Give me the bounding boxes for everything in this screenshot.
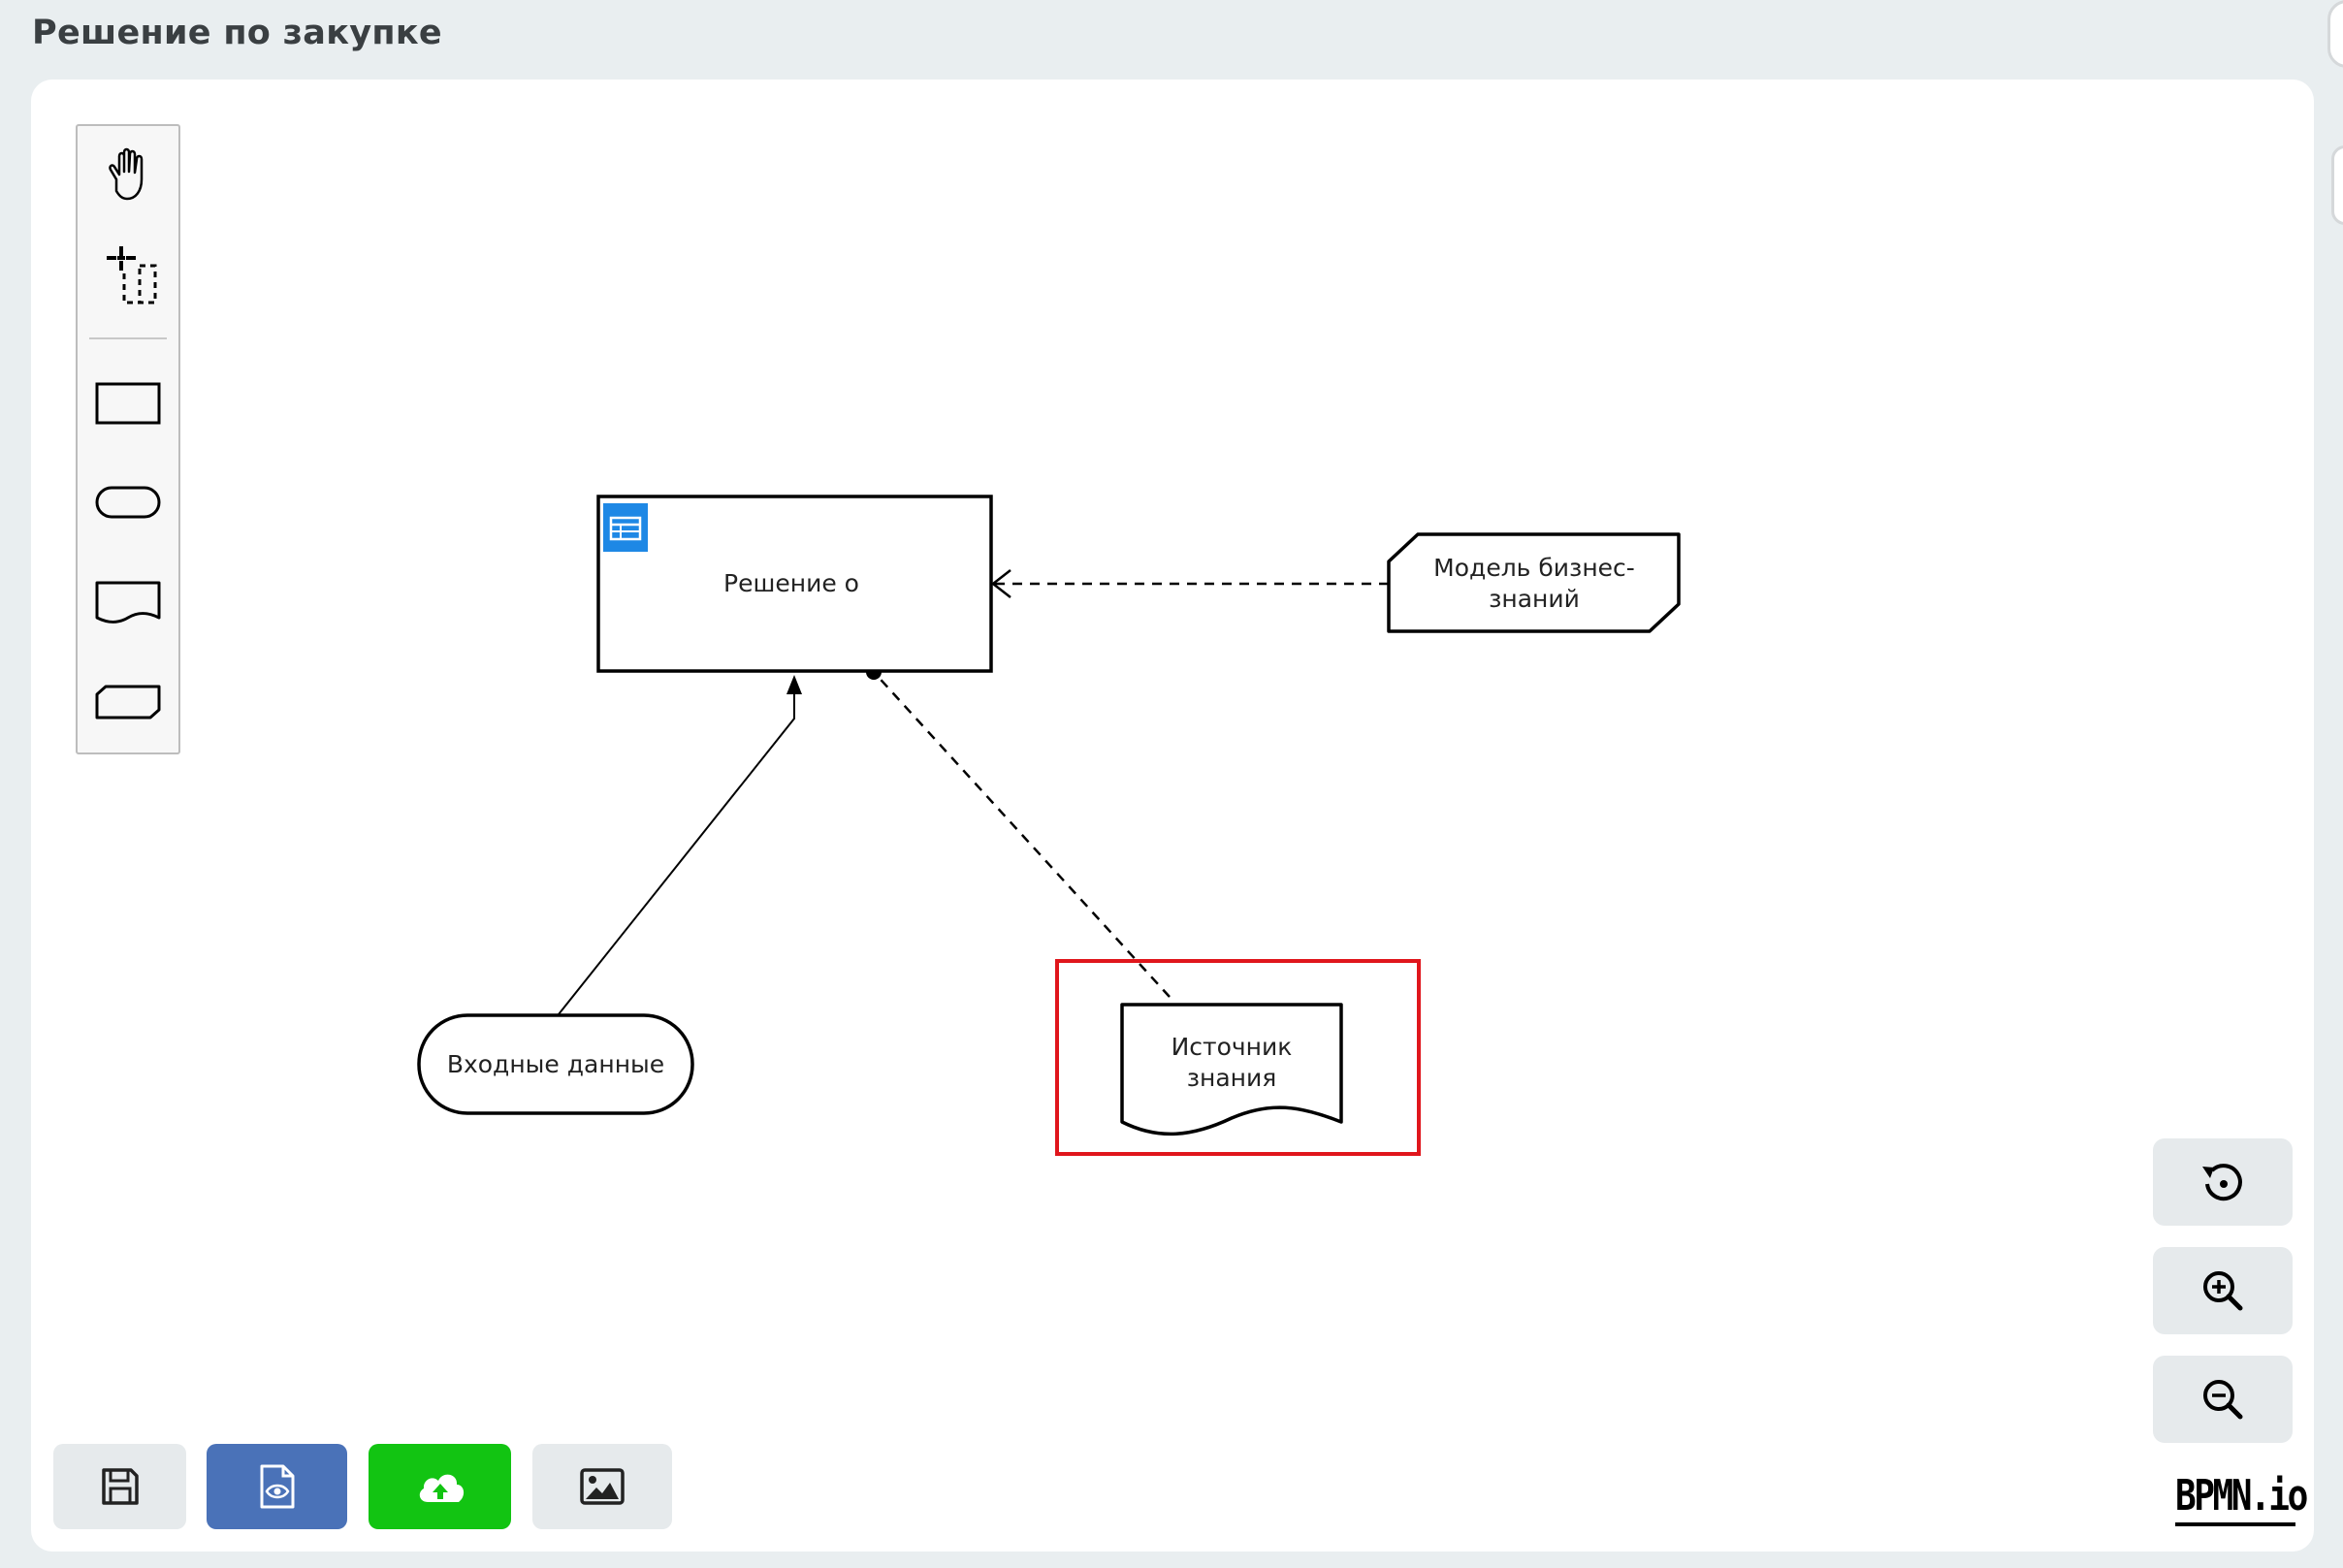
upload-button[interactable] — [369, 1444, 511, 1529]
hand-tool[interactable] — [87, 134, 169, 215]
palette-separator — [89, 337, 167, 339]
business-knowledge-model-element[interactable]: Модель бизнес- знаний — [1387, 532, 1681, 633]
wavy-rectangle-icon — [95, 581, 161, 624]
cloud-upload-icon — [419, 1474, 464, 1502]
input-data-label: Входные данные — [447, 1050, 664, 1078]
knowledge-source-element[interactable]: Источник знания — [1055, 959, 1421, 1156]
floppy-disk-icon — [101, 1468, 139, 1505]
diagram-canvas[interactable] — [31, 80, 2314, 1552]
decision-element[interactable]: Решение о — [596, 495, 993, 673]
preview-button[interactable] — [207, 1444, 347, 1529]
zoom-in-icon — [2203, 1271, 2243, 1311]
hand-icon — [109, 147, 144, 201]
knowledge-source-label-line2: знания — [1187, 1064, 1277, 1092]
knowledge-requirement-connection[interactable] — [990, 569, 1389, 598]
lasso-tool[interactable] — [87, 235, 169, 316]
lasso-icon — [107, 246, 157, 304]
zoom-out-icon — [2203, 1380, 2243, 1420]
rectangle-icon — [95, 382, 161, 425]
input-data-element[interactable]: Входные данные — [417, 1013, 694, 1115]
zoom-out-button[interactable] — [2153, 1356, 2293, 1443]
logo-underline — [2175, 1522, 2295, 1526]
create-input-data-tool[interactable] — [87, 462, 169, 543]
page-title: Решение по закупке — [32, 14, 442, 52]
create-business-knowledge-model-tool[interactable] — [87, 661, 169, 743]
reset-view-button[interactable] — [2153, 1138, 2293, 1226]
save-button[interactable] — [53, 1444, 186, 1529]
bpmn-io-logo[interactable]: BPMN.io — [2175, 1471, 2308, 1520]
decision-label: Решение о — [723, 569, 859, 597]
information-requirement-connection[interactable] — [558, 675, 802, 1015]
bkm-label-line2: знаний — [1489, 585, 1580, 613]
knowledge-source-label-line1: Источник — [1172, 1033, 1293, 1061]
rounded-rectangle-icon — [95, 486, 161, 519]
clipped-rectangle-icon — [95, 685, 161, 720]
export-image-button[interactable] — [532, 1444, 672, 1529]
authority-requirement-connection[interactable] — [866, 664, 1171, 998]
tool-palette — [76, 124, 180, 754]
image-icon — [580, 1468, 625, 1505]
create-knowledge-source-tool[interactable] — [87, 562, 169, 644]
create-decision-tool[interactable] — [87, 363, 169, 444]
decision-table-icon — [603, 503, 648, 552]
zoom-in-button[interactable] — [2153, 1247, 2293, 1334]
document-eye-icon — [260, 1464, 294, 1509]
bkm-label-line1: Модель бизнес- — [1433, 554, 1635, 582]
reset-view-icon — [2202, 1164, 2242, 1201]
selection-outline — [1055, 959, 1421, 1156]
